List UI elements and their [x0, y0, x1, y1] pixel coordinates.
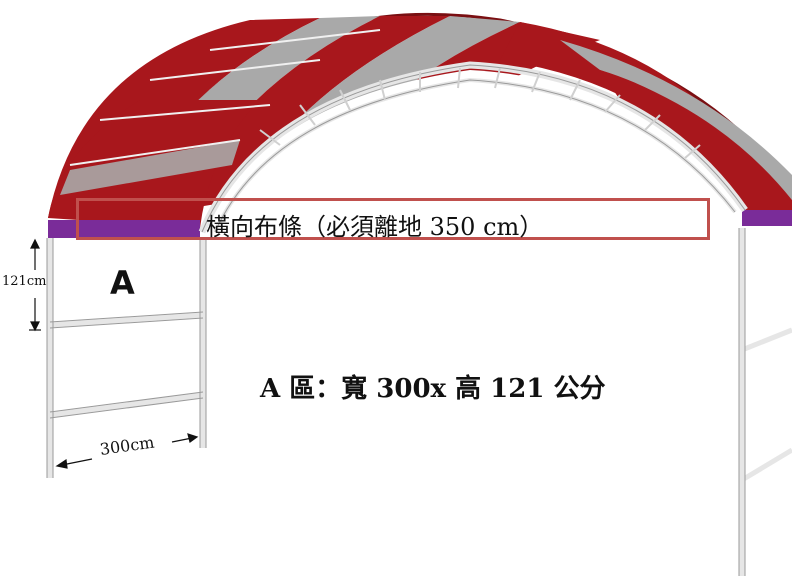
left-frame-edges — [46, 238, 207, 478]
arch-opening — [200, 70, 745, 576]
truss-web — [259, 67, 701, 159]
roof-purlins — [69, 29, 381, 166]
right-frame — [739, 228, 792, 576]
section-a-spec: A 區：寬 300x 高 121 公分 — [260, 374, 606, 404]
left-frame — [47, 238, 206, 478]
valance-right — [742, 210, 792, 226]
roof-red-band-5 — [600, 70, 792, 215]
banner-highlight-box — [76, 198, 710, 240]
banner-label: 橫向布條（必須離地 350 cm） — [206, 213, 544, 241]
right-frame-edges — [738, 228, 746, 576]
truss-arch-front-edge — [201, 64, 746, 233]
valance-left — [48, 220, 200, 238]
height-dimension-label: 121cm — [2, 274, 47, 289]
truss-arch-inner-edge — [214, 79, 736, 233]
roof-gray-band-3 — [560, 40, 792, 200]
height-arrow — [29, 238, 41, 332]
section-a-label: A — [110, 264, 135, 302]
width-arrow — [55, 433, 199, 469]
roof-front-left-gray — [60, 140, 240, 195]
